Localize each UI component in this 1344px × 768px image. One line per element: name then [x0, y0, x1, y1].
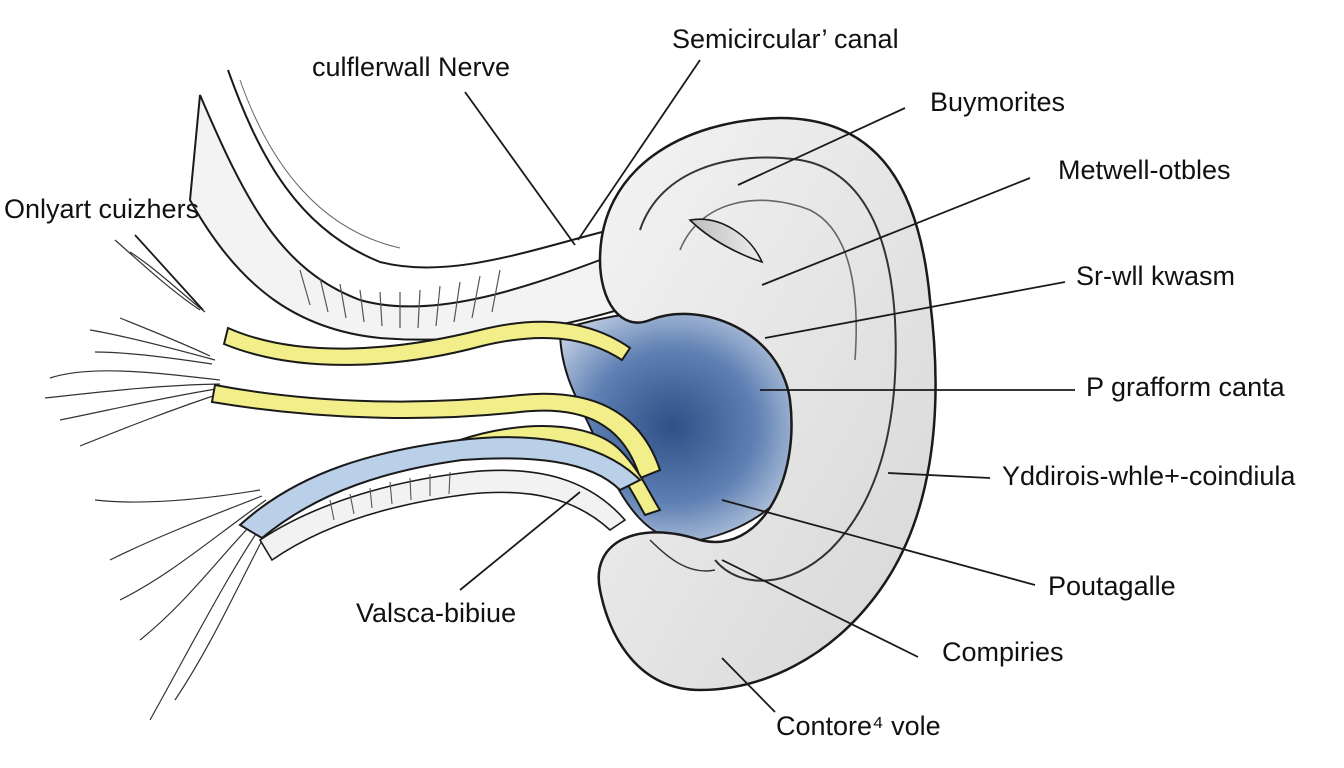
label-semicircular-canal: Semicircular’ canal [672, 24, 899, 54]
label-onlyart-cuizhers: Onlyart cuizhers [4, 194, 200, 224]
leader-lines [134, 59, 1075, 713]
upper-nerve-band [188, 69, 653, 341]
nerve-fibres [44, 239, 277, 721]
label-contore-vole: Contore⁴ vole [776, 711, 941, 741]
label-yddirois: Yddirois-whle+-coindiula [1002, 461, 1296, 491]
lower-blue-band [238, 436, 642, 562]
label-p-grafform-canta: P grafform canta [1086, 372, 1285, 402]
label-oulflerwall-nerve: ϲulflerwall Nerve [312, 52, 511, 82]
label-poutagalle: Poutaɡalle [1048, 571, 1176, 601]
label-valsca-bibiue: Valsca-bibiue [356, 598, 517, 628]
pinna [597, 116, 937, 692]
label-metwell-otbles: Metwell-otbles [1058, 155, 1231, 185]
label-buymorites: Buymorites [930, 87, 1066, 117]
label-compiries: Compiries [942, 637, 1064, 667]
label-srwll-kwasm: Sr-wll kwasm [1076, 261, 1235, 291]
